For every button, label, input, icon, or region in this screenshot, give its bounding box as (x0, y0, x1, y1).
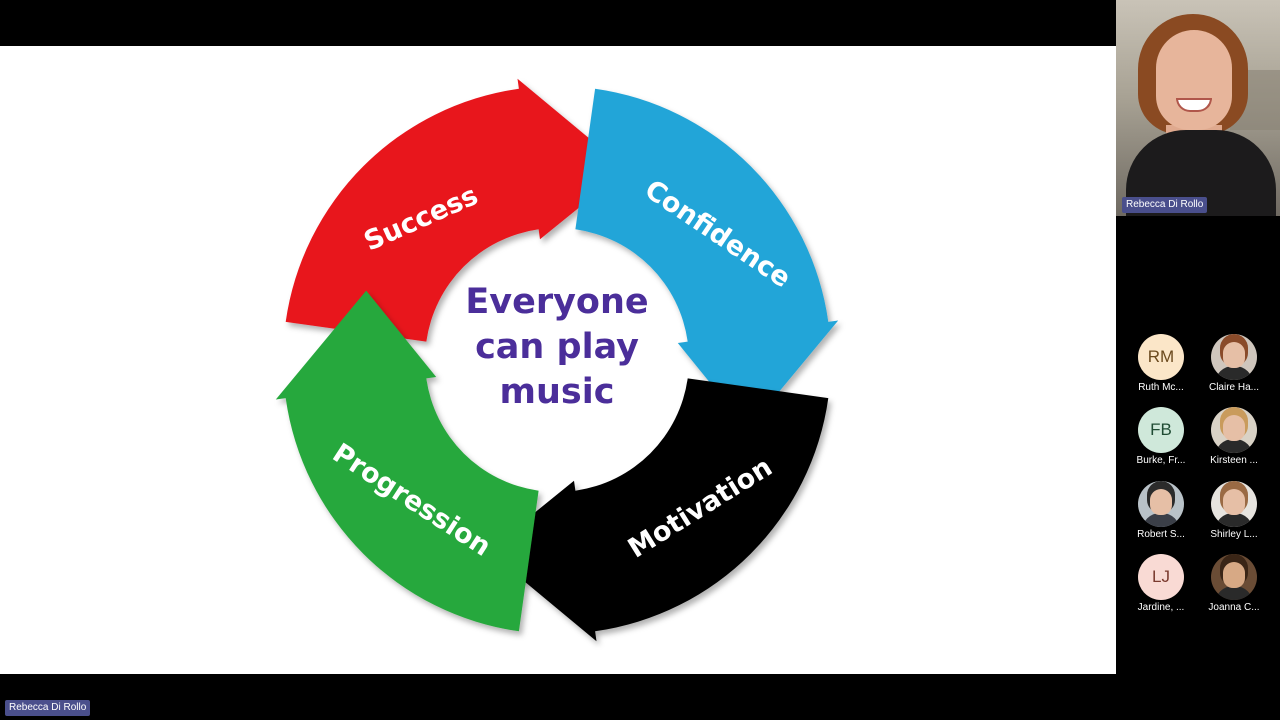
speaker-face (1156, 30, 1232, 130)
participant-tile[interactable]: Robert S... (1124, 481, 1198, 545)
participant-tile[interactable]: Kirsteen ... (1197, 407, 1271, 471)
participant-initials-avatar: RM (1138, 334, 1184, 380)
participant-initials-avatar: LJ (1138, 554, 1184, 600)
speaker-video-tile[interactable]: Rebecca Di Rollo (1116, 0, 1280, 216)
participant-name: Ruth Mc... (1138, 382, 1184, 393)
participant-name: Jardine, ... (1137, 602, 1185, 613)
participant-name: Kirsteen ... (1210, 455, 1258, 466)
participant-name: Robert S... (1137, 529, 1185, 540)
speaker-name-tag: Rebecca Di Rollo (1122, 197, 1208, 213)
participant-photo-avatar (1211, 481, 1257, 527)
cycle-arrow-motivation (487, 378, 829, 642)
participant-name: Shirley L... (1210, 529, 1258, 540)
presenter-name-tag: Rebecca Di Rollo (5, 700, 91, 716)
avatar-head (1223, 489, 1245, 515)
avatar-torso (1215, 513, 1253, 527)
participant-initials-avatar: FB (1138, 407, 1184, 453)
participant-tile[interactable]: RM Ruth Mc... (1124, 334, 1198, 398)
participant-tile[interactable]: Shirley L... (1197, 481, 1271, 545)
cycle-arrow-confidence (575, 88, 839, 430)
participant-name: Claire Ha... (1208, 382, 1259, 393)
participant-tile[interactable]: FB Burke, Fr... (1124, 407, 1198, 471)
avatar-torso (1215, 439, 1253, 453)
participants-panel: Rebecca Di Rollo RM Ruth Mc... Claire Ha..… (1116, 0, 1280, 720)
participant-photo-avatar (1138, 481, 1184, 527)
participant-tile[interactable]: LJ Jardine, ... (1124, 554, 1198, 618)
cycle-arrow-success (285, 78, 627, 342)
avatar-head (1223, 415, 1245, 441)
avatar-torso (1215, 586, 1253, 600)
participant-tile[interactable]: Joanna C... (1197, 554, 1271, 618)
participant-photo-avatar (1211, 334, 1257, 380)
center-line-3: music (500, 372, 615, 412)
participant-photo-avatar (1211, 554, 1257, 600)
participant-name: Burke, Fr... (1136, 455, 1186, 466)
avatar-torso (1142, 513, 1180, 527)
cycle-arrow-progression (275, 290, 539, 632)
participant-photo-avatar (1211, 407, 1257, 453)
avatar-head (1223, 562, 1245, 588)
participant-name: Joanna C... (1208, 602, 1260, 613)
center-line-2: can play (475, 327, 639, 367)
avatar-head (1223, 342, 1245, 368)
participant-tile[interactable]: Claire Ha... (1197, 334, 1271, 398)
avatar-torso (1215, 366, 1253, 380)
avatar-head (1150, 489, 1172, 515)
center-line-1: Everyone (465, 282, 648, 322)
